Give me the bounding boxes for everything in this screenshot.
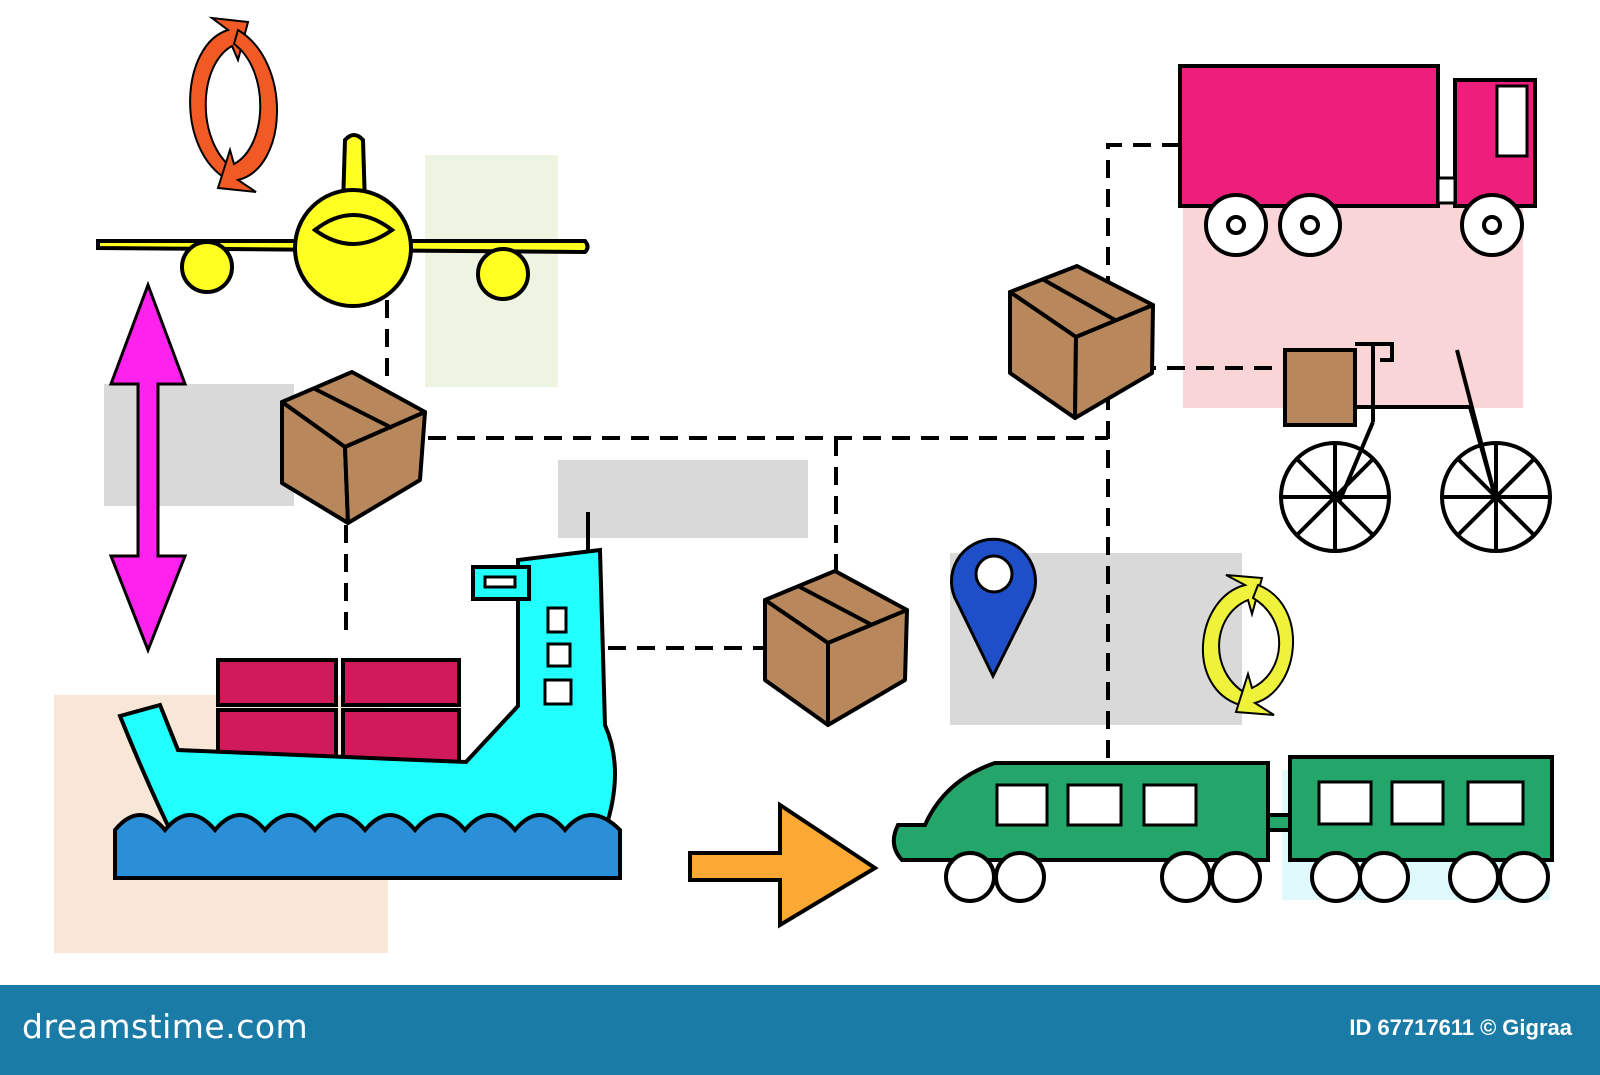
bg-panel-gray-center <box>558 460 808 538</box>
refresh-arrows-icon <box>1201 574 1294 716</box>
box-icon <box>763 569 909 727</box>
train-icon <box>891 755 1554 903</box>
double-arrow-icon <box>108 280 188 655</box>
right-arrow-icon <box>688 801 879 929</box>
box-icon <box>280 370 427 525</box>
box-icon <box>1008 264 1155 420</box>
brand-logo[interactable]: dreamstime.com <box>22 1007 309 1046</box>
logistics-diagram <box>54 16 1554 953</box>
diagram-canvas <box>54 16 1554 953</box>
bg-panel-gray-left <box>104 384 294 506</box>
location-pin-icon <box>950 537 1037 680</box>
truck-icon <box>1178 64 1537 257</box>
cargo-bicycle-icon <box>1279 342 1552 553</box>
refresh-arrows-icon <box>189 16 278 193</box>
id-number: 67717611 <box>1377 1015 1475 1040</box>
ship-icon <box>113 512 622 880</box>
author-name[interactable]: Gigraa <box>1502 1015 1572 1040</box>
airplane-icon <box>96 133 590 308</box>
copyright-symbol: © <box>1480 1015 1497 1040</box>
id-label: ID <box>1349 1015 1372 1040</box>
dashed-connectors <box>344 143 1290 760</box>
